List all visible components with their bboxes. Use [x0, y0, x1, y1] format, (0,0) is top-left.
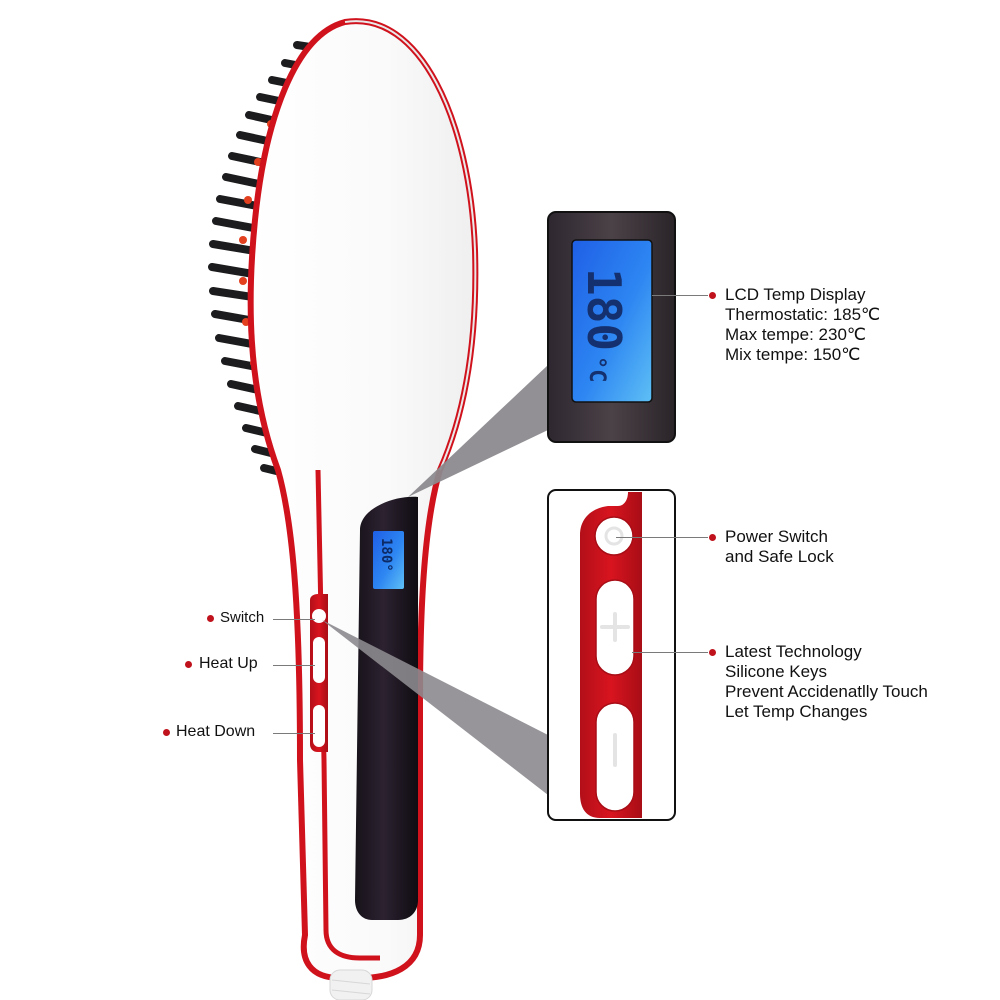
lcd-unit: °C [584, 356, 609, 383]
switch-label: Switch [220, 609, 265, 626]
lcd-zoom-panel: 180 °C [547, 211, 676, 443]
lcd-projection [408, 365, 548, 497]
plus-icon [600, 612, 630, 642]
power-bullet [709, 534, 716, 541]
power-button-zoom[interactable] [594, 516, 634, 556]
heat-down-bullet [163, 729, 170, 736]
lcd-connector [652, 295, 708, 296]
power-icon [604, 526, 624, 546]
power-callout-line: and Safe Lock [725, 547, 834, 566]
buttons-zoom-panel [547, 489, 676, 821]
lcd-thermostatic: Thermostatic: 185℃ [725, 305, 881, 324]
switch-bullet [207, 615, 214, 622]
buttons-projection [322, 620, 548, 795]
switch-button[interactable] [312, 609, 326, 623]
power-callout-title: Power Switch [725, 527, 828, 546]
lcd-bullet [709, 292, 716, 299]
display-panel: 180° [355, 496, 418, 920]
keys-callout-line-2: Prevent Accidenatlly Touch [725, 682, 928, 701]
lcd-reading: 180 [577, 268, 631, 351]
heat-up-bullet [185, 661, 192, 668]
cord [329, 969, 373, 1000]
side-button-strip [310, 594, 328, 752]
heat-up-label: Heat Up [199, 655, 258, 672]
lcd-callout-title: LCD Temp Display [725, 285, 866, 304]
keys-callout-title: Latest Technology [725, 642, 862, 661]
keys-bullet [709, 649, 716, 656]
keys-callout-line-1: Silicone Keys [725, 662, 828, 681]
switch-connector [273, 619, 315, 620]
keys-callout: Latest Technology Silicone Keys Prevent … [725, 642, 928, 722]
keys-connector [632, 652, 708, 653]
mini-lcd-reading: 180° [378, 538, 394, 572]
heat-up-connector [273, 665, 315, 666]
heat-down-button[interactable] [313, 705, 325, 747]
power-callout: Power Switch and Safe Lock [725, 527, 834, 567]
lcd-callout: LCD Temp Display Thermostatic: 185℃ Max … [725, 285, 880, 365]
lcd-min-temp: Mix tempe: 150℃ [725, 345, 861, 364]
keys-callout-line-3: Let Temp Changes [725, 702, 868, 721]
mini-lcd [373, 531, 404, 589]
lcd-max-temp: Max tempe: 230℃ [725, 325, 866, 344]
heat-down-label: Heat Down [176, 723, 256, 740]
power-connector [616, 537, 708, 538]
heat-down-connector [273, 733, 315, 734]
heat-up-button[interactable] [313, 637, 325, 683]
